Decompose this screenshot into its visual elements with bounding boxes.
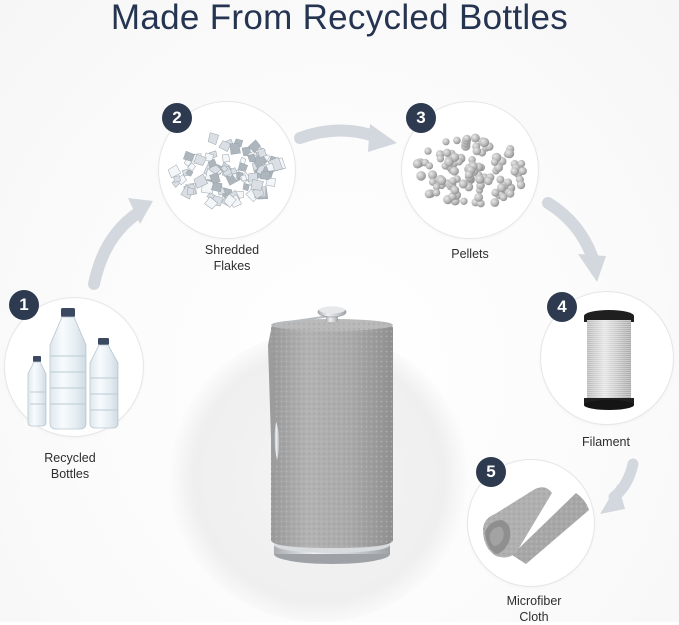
flake (240, 174, 248, 182)
flake (193, 173, 209, 189)
pellet (442, 138, 450, 146)
flake (173, 175, 181, 183)
pellet (443, 148, 452, 157)
flake (187, 187, 194, 195)
flake (218, 140, 232, 152)
pellet (453, 136, 461, 145)
pellet (517, 159, 526, 168)
step-4-badge: 4 (547, 292, 577, 322)
filament-spool-icon (584, 310, 634, 410)
pellet (458, 179, 468, 189)
pellet (449, 166, 459, 176)
pellet (424, 189, 434, 199)
flake (247, 172, 258, 182)
pellet (432, 183, 441, 191)
flake (193, 153, 207, 166)
arrow-3-to-4 (542, 197, 606, 282)
microfiber-cloth-icon (483, 487, 589, 564)
pellet (490, 198, 500, 207)
flake (242, 183, 250, 192)
flake (259, 171, 270, 180)
arrow-1-to-2 (88, 198, 153, 290)
pellet (432, 189, 441, 197)
flake (247, 153, 257, 163)
flake (229, 167, 238, 175)
step-5-label: Microfiber Cloth (506, 594, 562, 624)
step-3-badge: 3 (406, 103, 436, 133)
pellet (479, 137, 490, 148)
pellet (506, 189, 515, 198)
pellet (484, 176, 493, 186)
flake (220, 164, 229, 173)
pellet (427, 170, 438, 180)
flake (257, 148, 267, 158)
pellet (472, 146, 481, 156)
flake (223, 193, 237, 208)
pellet (450, 185, 460, 195)
step-1-label: Recycled Bottles (44, 451, 96, 481)
pellet (474, 193, 484, 202)
flake (222, 154, 231, 163)
pellet (516, 180, 526, 190)
pellet (463, 134, 471, 143)
pellet (444, 157, 454, 167)
flake (167, 164, 182, 179)
pellet (436, 155, 445, 163)
flake (265, 162, 275, 172)
flake (229, 143, 241, 155)
step-4-label: Filament (582, 435, 630, 449)
flake (207, 158, 218, 169)
flake (248, 139, 261, 154)
pellet (491, 188, 500, 197)
pellet (449, 177, 457, 185)
flake (187, 162, 196, 172)
flake (204, 196, 219, 210)
pellet (470, 133, 480, 143)
pellet (490, 158, 499, 166)
pellet (499, 193, 508, 202)
pellet (464, 170, 473, 179)
pellet (412, 159, 423, 169)
pellets-icon (412, 133, 527, 208)
pellet (425, 162, 434, 170)
pellet (504, 148, 515, 159)
pellet (510, 167, 519, 176)
pellet (416, 171, 426, 181)
pellet (497, 183, 506, 193)
paper-towel-holder-icon (268, 306, 393, 564)
pellet (475, 174, 485, 184)
pellet (437, 176, 447, 186)
flake (237, 162, 249, 172)
pellet (518, 166, 527, 176)
flake (207, 132, 220, 146)
step-5-badge: 5 (476, 457, 506, 487)
flake (209, 172, 221, 184)
pellet (496, 175, 505, 184)
plastic-bottles-icon (27, 308, 119, 430)
flake (185, 169, 194, 177)
step-2-label: Shredded Flakes (204, 243, 260, 273)
pellet (424, 147, 432, 155)
pellet (460, 197, 468, 205)
flake (206, 192, 216, 201)
plastic-flakes-icon (167, 132, 286, 210)
arrow-2-to-3 (294, 124, 397, 152)
pellet (504, 178, 513, 187)
flake (176, 174, 187, 186)
step-3-label: Pellets (451, 247, 489, 261)
flake (183, 150, 196, 162)
flake (250, 179, 264, 191)
page-title: Made From Recycled Bottles (110, 0, 569, 37)
step-2-badge: 2 (162, 103, 192, 133)
arrow-4-to-5 (600, 458, 639, 514)
step-1-badge: 1 (9, 290, 39, 320)
